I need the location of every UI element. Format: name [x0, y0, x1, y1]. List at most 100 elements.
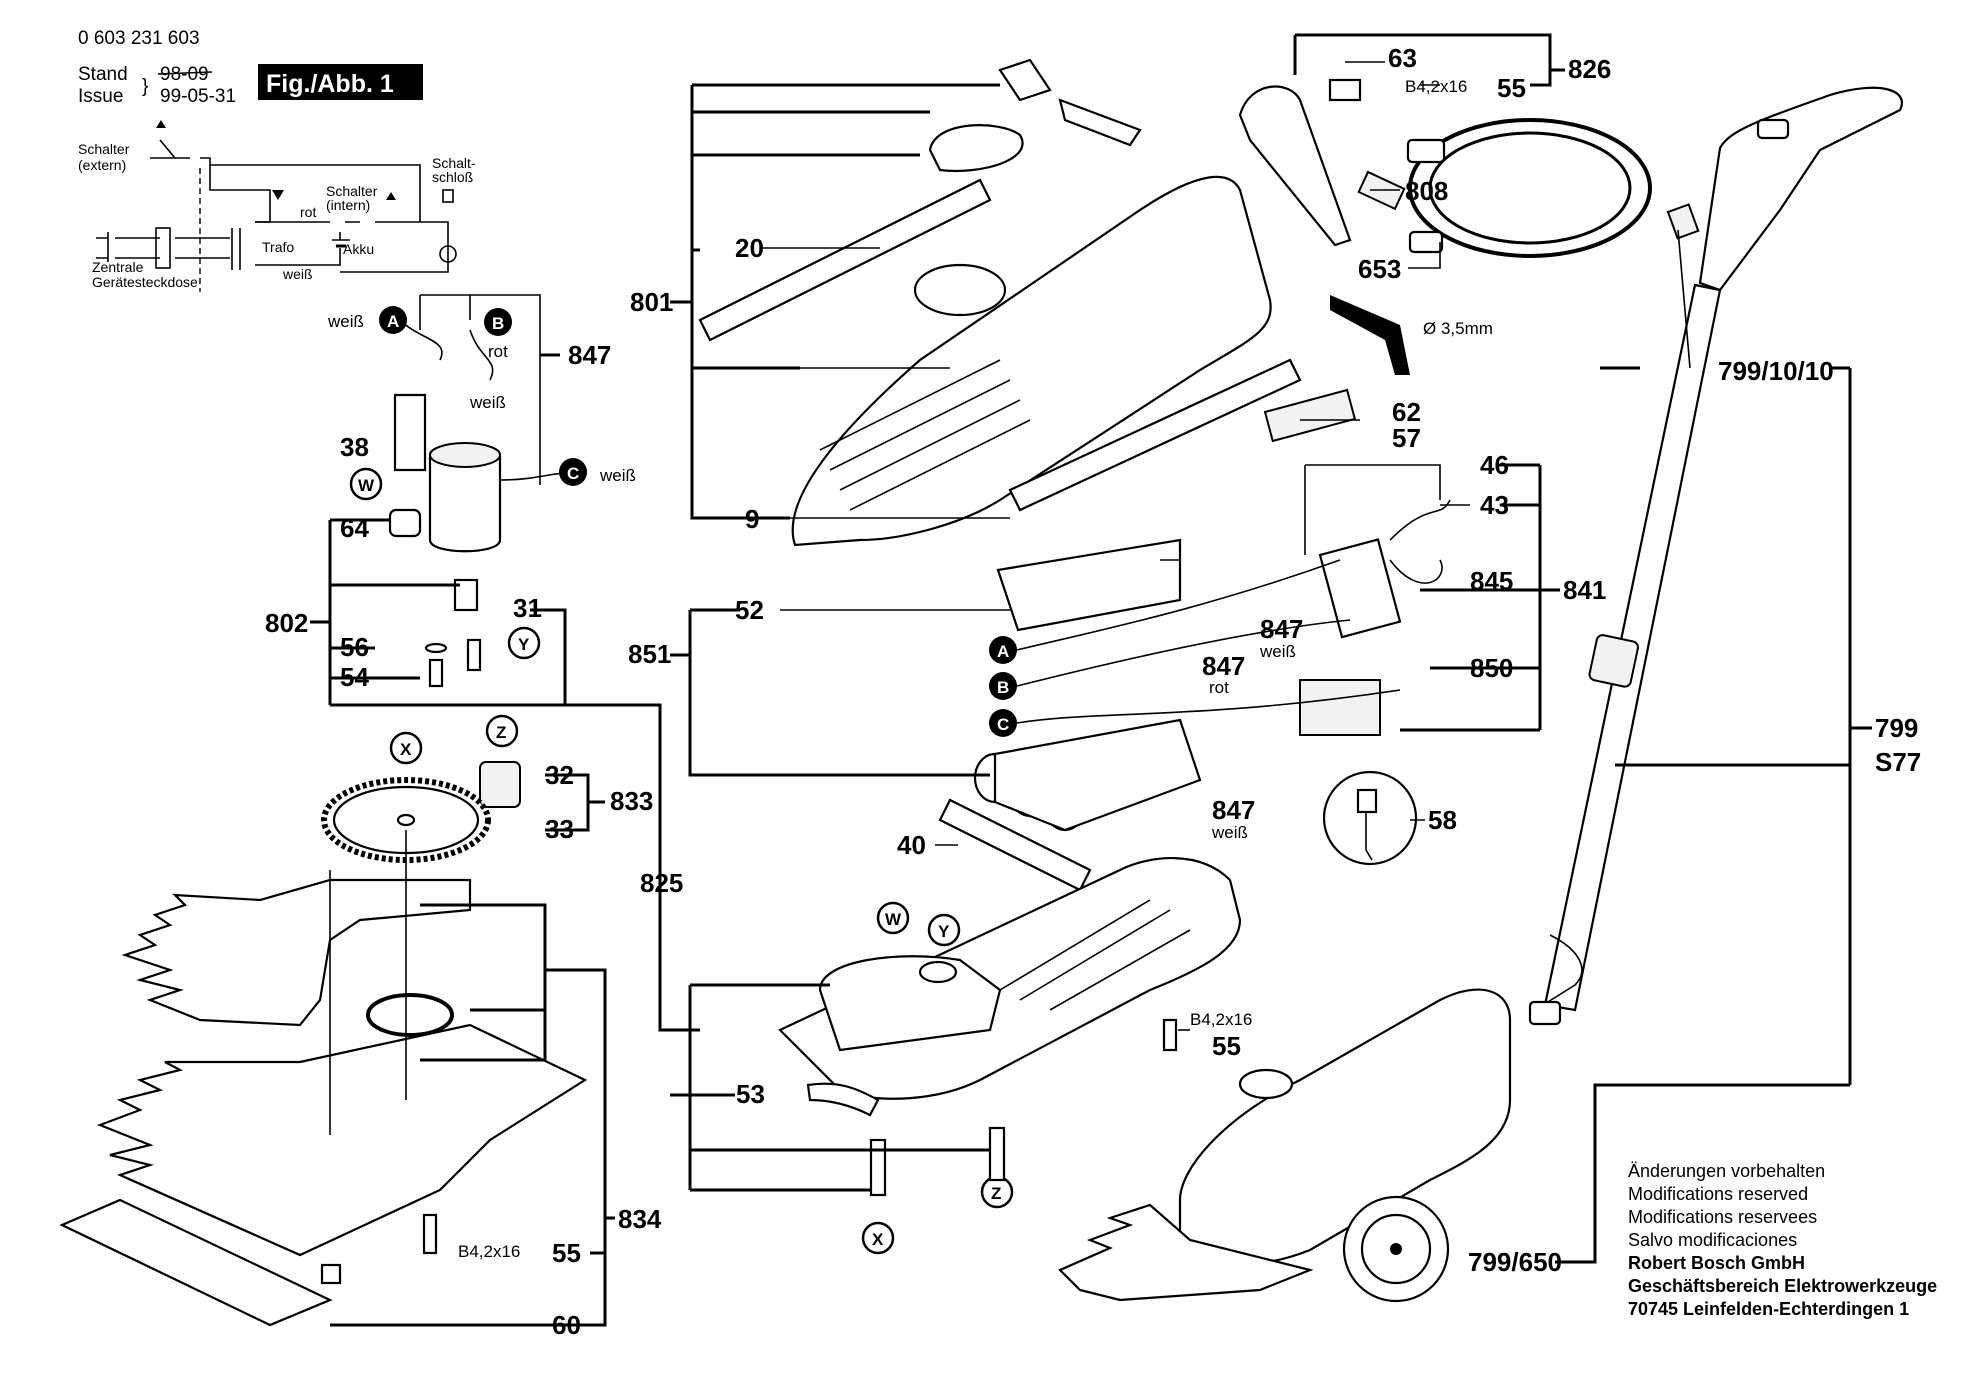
pinion-32: [479, 761, 521, 808]
company-name: Robert Bosch GmbH: [1628, 1253, 1806, 1273]
label-43: 43: [1480, 490, 1509, 520]
seal-53: [806, 1082, 880, 1117]
socket-symbol: [96, 232, 109, 262]
label-55-blade: 55: [552, 1238, 581, 1268]
marker-c-motor: C: [559, 458, 587, 486]
label-851: 851: [628, 639, 671, 669]
right-wire: [340, 221, 449, 273]
strikethrough-line: [157, 71, 213, 75]
handle-assembly: [1058, 86, 1903, 1303]
svg-text:A: A: [387, 312, 399, 331]
svg-text:}: }: [142, 76, 148, 97]
switch-lever: [1058, 98, 1142, 147]
label-833: 833: [610, 786, 653, 816]
label-808: 808: [1405, 176, 1448, 206]
label-834: 834: [618, 1204, 662, 1234]
schematic-weiss-label: weiß: [282, 266, 313, 282]
mains-plug-653: [1408, 230, 1444, 254]
label-799: 799: [1875, 713, 1918, 743]
marker-z-gear: Z: [485, 714, 519, 748]
screw-31b: [466, 638, 482, 672]
label-801: 801: [630, 287, 673, 317]
schaltschloss-label-2: schloß: [432, 169, 473, 185]
switch-arrow-2: [386, 192, 396, 200]
label-55-cap: 55: [1497, 73, 1526, 103]
screw-55-blade: [422, 1213, 438, 1255]
rot-label-b: rot: [488, 342, 508, 361]
fuse: [155, 227, 171, 269]
screw-label-blade: B4,2x16: [458, 1242, 520, 1261]
svg-text:Z: Z: [991, 1184, 1001, 1203]
diode-symbol: [272, 190, 284, 200]
schalter-extern-label-2: (extern): [78, 157, 126, 173]
washer-56: [424, 642, 448, 654]
handle-grip: [1698, 86, 1903, 292]
akku-label: Akku: [343, 241, 374, 257]
label-9: 9: [745, 504, 759, 534]
label-54: 54: [340, 662, 369, 692]
marker-b-battery: B: [989, 672, 1017, 700]
marker-c-battery: C: [989, 709, 1017, 737]
company-address: 70745 Leinfelden-Echterdingen 1: [1628, 1299, 1910, 1319]
power-cord-coil: [1408, 118, 1652, 258]
label-62: [1263, 388, 1357, 443]
label-40: 40: [897, 830, 926, 860]
label-64: 64: [340, 513, 369, 543]
svg-text:W: W: [358, 476, 375, 495]
upper-blade: [121, 878, 472, 1027]
svg-text:W: W: [885, 910, 902, 929]
svg-text:Y: Y: [518, 635, 530, 654]
marker-y-base: Y: [927, 913, 961, 947]
weiss-label-mid: weiß: [469, 393, 506, 412]
electronics-group: [938, 499, 1451, 892]
schalter-intern-label-2: (intern): [326, 197, 370, 213]
battery-pack-851: [973, 718, 1202, 832]
marker-w-base: W: [876, 901, 910, 935]
marker-b-motor: B: [484, 308, 512, 336]
label-802: 802: [265, 608, 308, 638]
screw-55-base: [1162, 1018, 1178, 1052]
detail-circle-58: [1322, 770, 1418, 866]
label-847-rot: 847: [1202, 651, 1245, 681]
cord-plug: [1406, 138, 1446, 164]
assembled-blade: [1058, 1203, 1314, 1302]
footer-line: Modifications reservees: [1628, 1207, 1818, 1227]
weiss-label-a: weiß: [327, 312, 364, 331]
trafo-coils: [231, 228, 241, 270]
label-847-switch: 847: [1260, 614, 1303, 644]
wiring-schematic: Schalter (extern) Schalter (intern) Scha…: [78, 120, 476, 292]
label-58: 58: [1428, 805, 1457, 835]
svg-text:Z: Z: [496, 723, 506, 742]
filter-pad-52: [996, 538, 1182, 632]
label-38: 38: [340, 432, 369, 462]
marker-z-base: Z: [980, 1175, 1014, 1209]
label-653: 653: [1358, 254, 1401, 284]
svg-text:C: C: [997, 715, 1009, 734]
switch-block-841: [1318, 538, 1402, 639]
svg-text:Y: Y: [938, 922, 950, 941]
issue-value: 99-05-31: [160, 86, 236, 107]
rot-label-battery: rot: [1209, 678, 1229, 697]
wire-harness: [419, 294, 541, 485]
stand-value: 98-09: [160, 64, 209, 85]
handle-label-799-10-10: [1666, 203, 1700, 240]
label-53: 53: [736, 1079, 765, 1109]
pin-x: [869, 1138, 887, 1197]
leader-lines: [310, 33, 1872, 1327]
oval-ring: [366, 993, 454, 1037]
gasket-9: [1008, 358, 1302, 512]
zentrale-label-2: Gerätesteckdose: [92, 274, 198, 290]
label-63: 63: [1388, 43, 1417, 73]
label-46: 46: [1480, 450, 1509, 480]
screw-63: [1328, 78, 1362, 102]
footer-line: Änderungen vorbehalten: [1628, 1161, 1826, 1181]
weiss-wire: [255, 232, 341, 266]
label-845: 845: [1470, 566, 1513, 596]
label-825: 825: [640, 868, 683, 898]
part-labels: 847 38 64 802 31 56 54 32 33 833 825 834…: [265, 43, 1921, 1340]
svg-text:C: C: [567, 464, 579, 483]
switch-arrow: [156, 120, 166, 128]
diameter-label: Ø 3,5mm: [1423, 319, 1493, 338]
schalter-intern-label: Schalter: [326, 183, 378, 199]
